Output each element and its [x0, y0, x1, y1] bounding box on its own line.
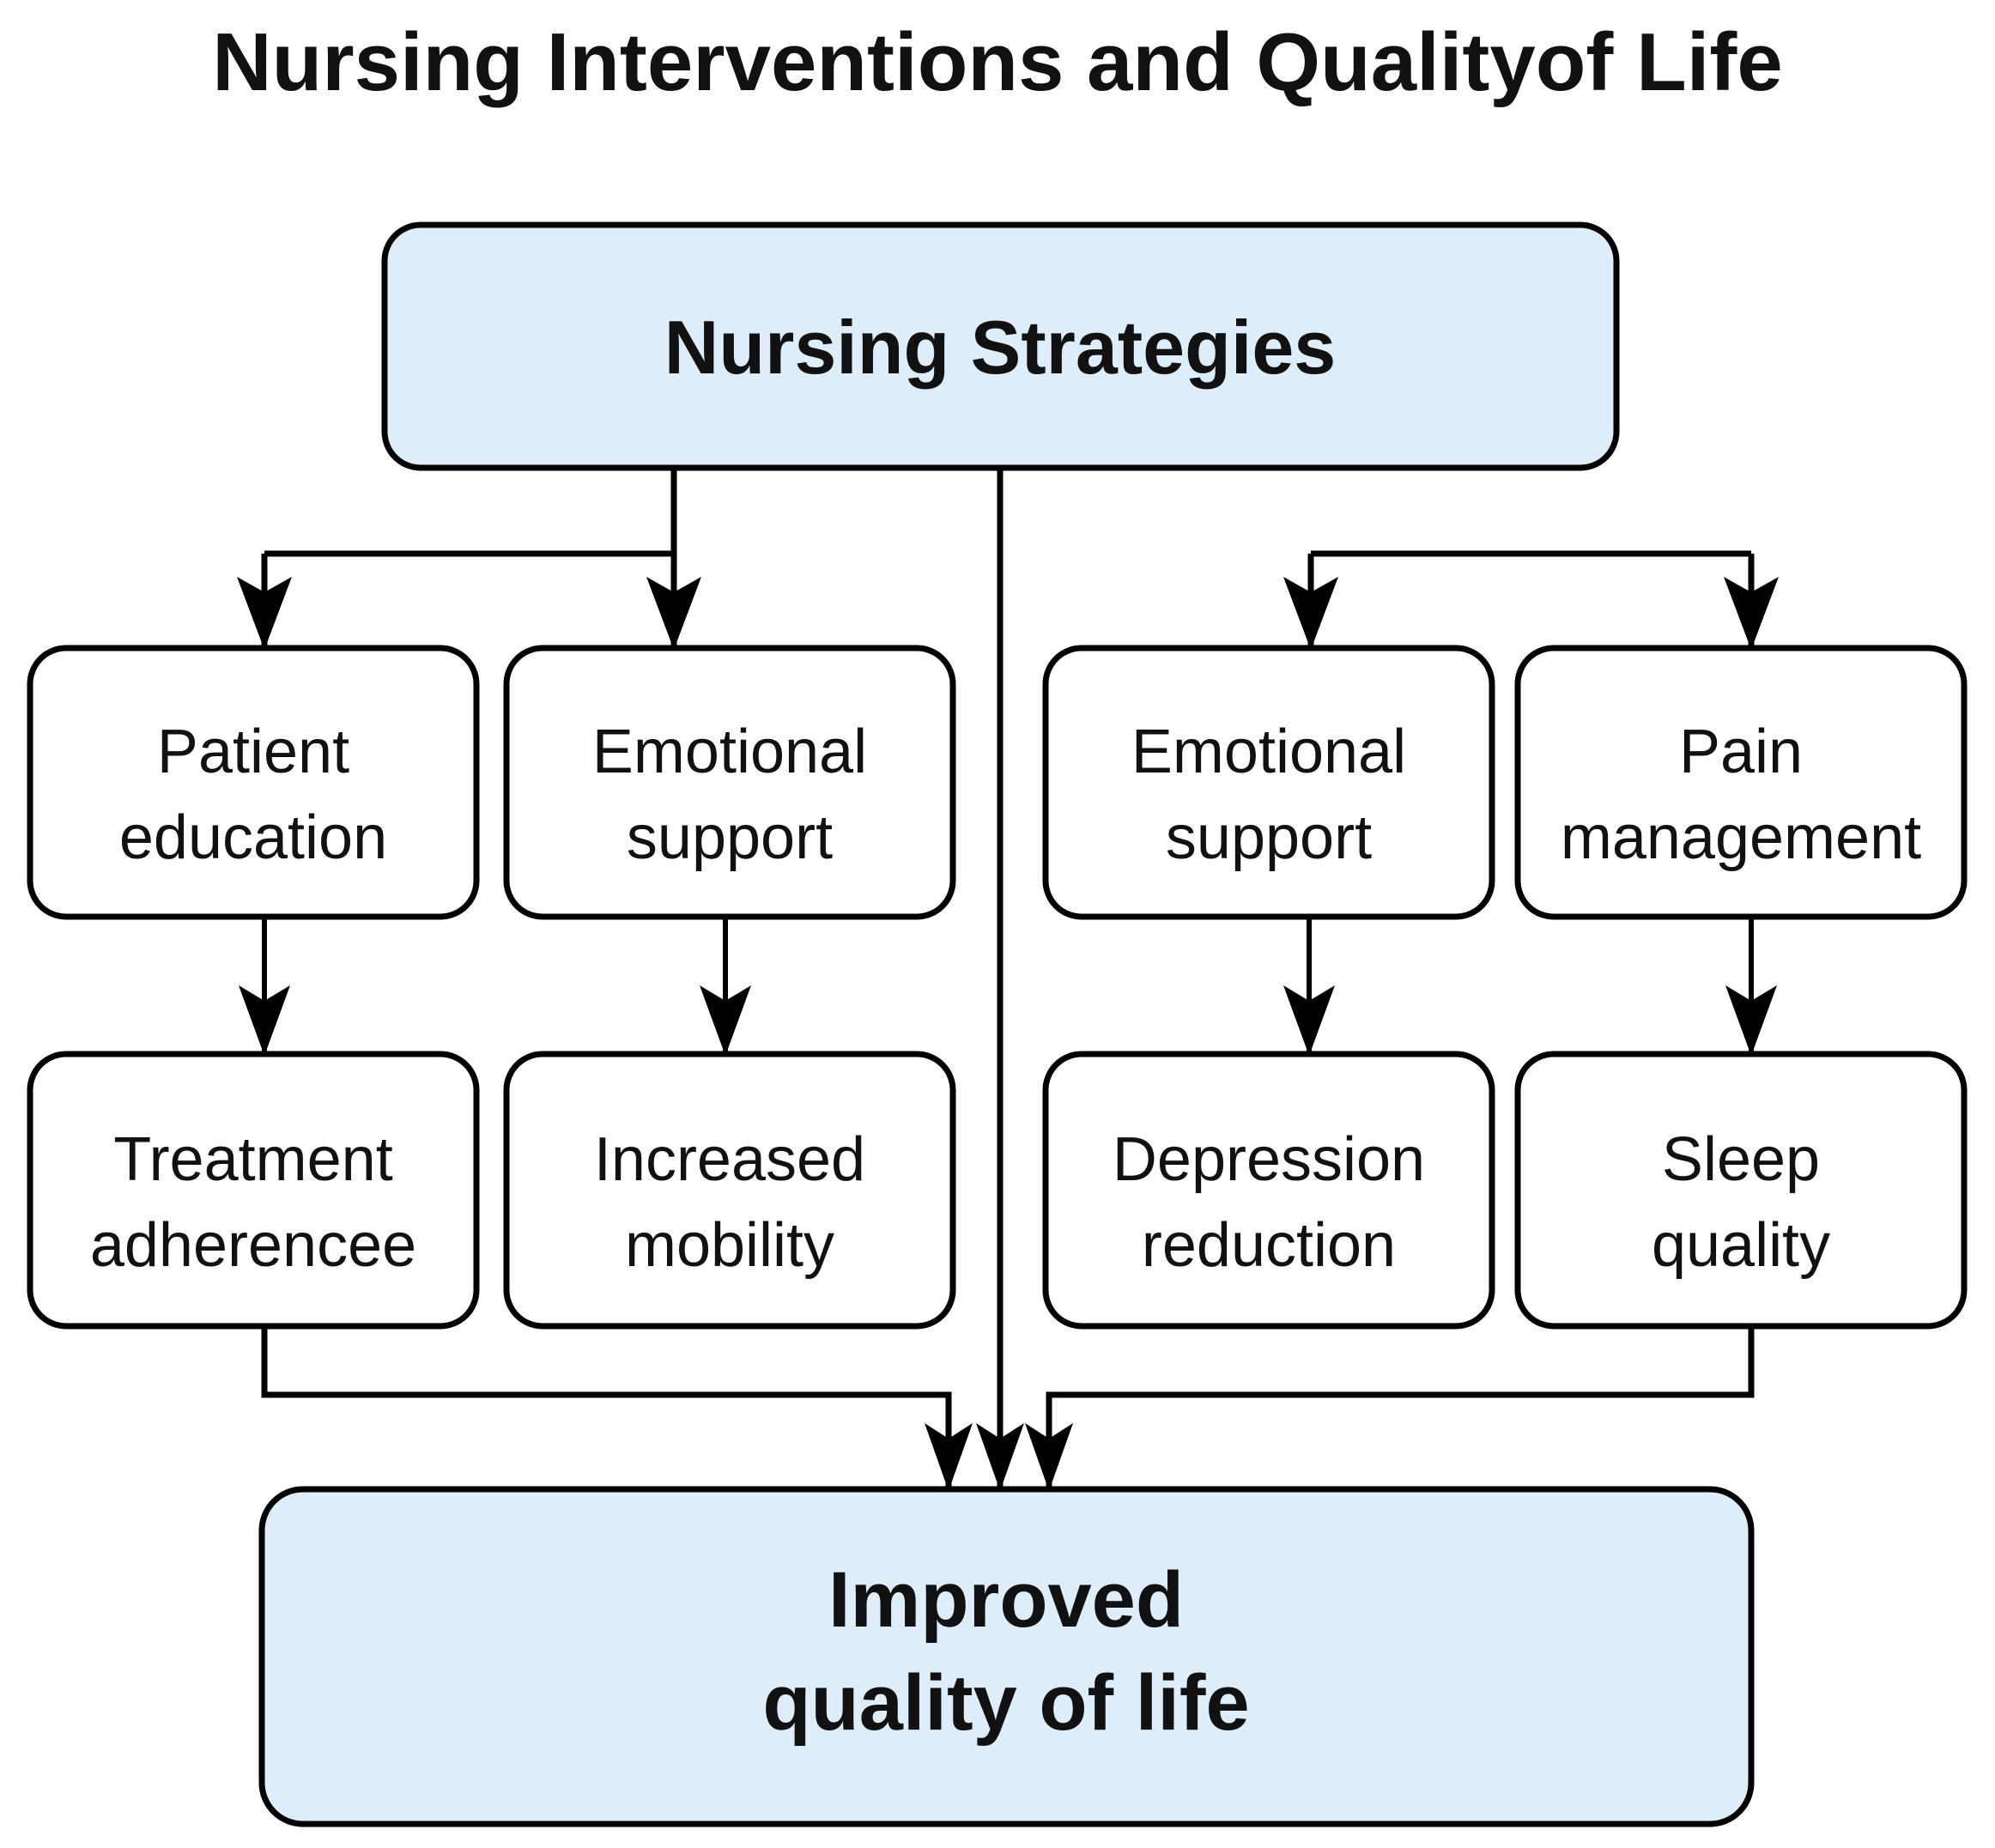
node-improved-quality-of-life-shape[interactable] [258, 1486, 1755, 1827]
node-treatment-adherencee-shape[interactable] [27, 1051, 480, 1330]
node-patient-education-label-line2: education [119, 803, 387, 872]
page-title: Nursing Interventions and Qualityof Life [212, 16, 1782, 108]
node-increased-mobility-shape[interactable] [503, 1051, 956, 1330]
node-emotional-support-right-label-line2: support [1166, 803, 1372, 872]
node-patient-education-label-line1: Patient [157, 718, 349, 786]
node-increased-mobility-label-line1: Increased [594, 1125, 865, 1194]
arrowhead-result-center [976, 1423, 1024, 1491]
arrowhead-pain-management [1724, 577, 1779, 650]
node-nursing-strategies-shape[interactable] [381, 221, 1620, 471]
node-emotional-support-right[interactable]: Emotional support [1042, 645, 1495, 920]
node-treatment-adherencee[interactable]: Treatment adherencee [27, 1051, 480, 1330]
node-pain-management[interactable]: Pain management [1514, 645, 1968, 920]
node-nursing-strategies-label: Nursing Strategies [664, 305, 1336, 390]
node-emotional-support-right-label-line1: Emotional [1131, 718, 1406, 786]
node-sleep-quality-shape[interactable] [1514, 1051, 1968, 1330]
node-pain-management-label-line1: Pain [1679, 718, 1803, 786]
node-emotional-support-left-label-line2: support [627, 803, 833, 872]
node-emotional-support-left-shape[interactable] [503, 645, 956, 920]
node-sleep-quality[interactable]: Sleep quality [1514, 1051, 1968, 1330]
node-increased-mobility[interactable]: Increased mobility [503, 1051, 956, 1330]
arrowhead-emotional-support-left [646, 577, 701, 650]
node-sleep-quality-label-line1: Sleep [1662, 1125, 1820, 1194]
edge-treatment-adherencee-to-result [261, 1326, 952, 1489]
node-emotional-support-left[interactable]: Emotional support [503, 645, 956, 920]
edge-sleep-quality-to-result [1046, 1326, 1755, 1489]
node-depression-reduction-shape[interactable] [1042, 1051, 1495, 1330]
node-nursing-strategies[interactable]: Nursing Strategies [381, 221, 1620, 471]
node-treatment-adherencee-label-line2: adherencee [90, 1211, 416, 1280]
arrowhead-result-left [925, 1423, 973, 1491]
node-depression-reduction-label-line1: Depression [1113, 1125, 1425, 1194]
node-improved-quality-of-life-label-line2: quality of life [762, 1659, 1249, 1747]
arrowhead-emotional-support-right [1283, 577, 1338, 650]
node-patient-education[interactable]: Patient education [27, 645, 480, 920]
arrowhead-patient-education [237, 577, 292, 650]
node-patient-education-shape[interactable] [27, 645, 480, 920]
node-improved-quality-of-life-label-line1: Improved [828, 1556, 1184, 1644]
node-pain-management-shape[interactable] [1514, 645, 1968, 920]
node-emotional-support-left-label-line1: Emotional [592, 718, 867, 786]
node-depression-reduction[interactable]: Depression reduction [1042, 1051, 1495, 1330]
node-treatment-adherencee-label-line1: Treatment [113, 1125, 392, 1194]
node-improved-quality-of-life[interactable]: Improved quality of life [258, 1486, 1755, 1827]
arrowhead-depression-reduction [1283, 985, 1335, 1056]
node-sleep-quality-label-line2: quality [1652, 1211, 1830, 1280]
arrowhead-treatment-adherencee [239, 985, 290, 1056]
node-increased-mobility-label-line2: mobility [625, 1211, 834, 1280]
node-emotional-support-right-shape[interactable] [1042, 645, 1495, 920]
arrowhead-increased-mobility [700, 985, 751, 1056]
node-pain-management-label-line2: management [1561, 803, 1921, 872]
arrowhead-result-right [1025, 1423, 1073, 1491]
node-depression-reduction-label-line2: reduction [1142, 1211, 1396, 1280]
arrowhead-sleep-quality [1725, 985, 1777, 1056]
